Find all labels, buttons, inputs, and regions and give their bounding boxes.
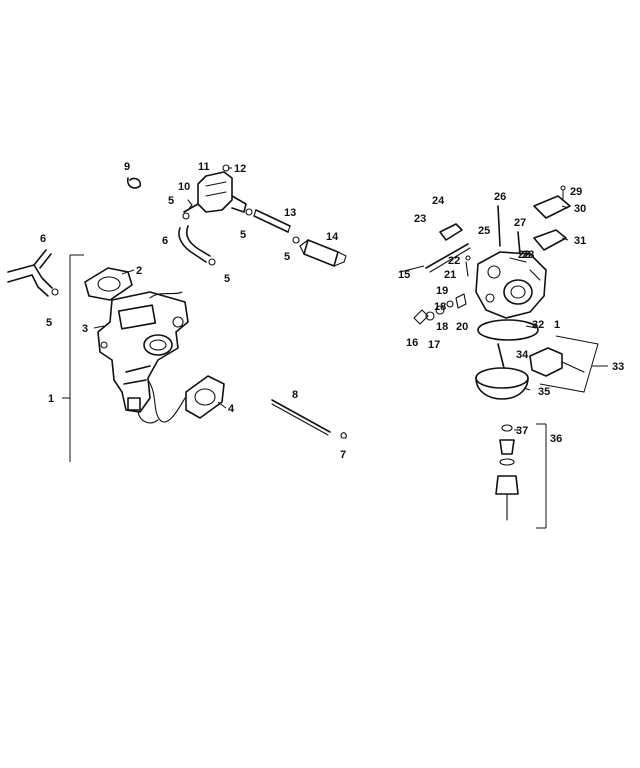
hose-clamps bbox=[182, 208, 300, 266]
callout-26: 26 bbox=[494, 191, 506, 203]
callout-13: 13 bbox=[284, 207, 296, 219]
callout-5c: 5 bbox=[240, 229, 246, 241]
float-bowl bbox=[475, 367, 529, 400]
callout-leaders bbox=[93, 167, 569, 431]
callout-36: 36 bbox=[550, 433, 562, 445]
bowl-gasket bbox=[477, 319, 539, 341]
fuel-hose-center bbox=[178, 225, 211, 263]
assembly-bracket-33 bbox=[539, 335, 608, 393]
callout-9: 9 bbox=[124, 161, 130, 173]
callout-20: 20 bbox=[456, 321, 468, 333]
callout-27: 27 bbox=[514, 217, 526, 229]
callout-11: 11 bbox=[198, 161, 210, 173]
choke-shaft bbox=[425, 243, 471, 273]
callout-6a: 6 bbox=[40, 233, 46, 245]
callout-32: 32 bbox=[532, 319, 544, 331]
callout-30: 30 bbox=[574, 203, 586, 215]
callout-14: 14 bbox=[326, 231, 339, 243]
callout-10: 10 bbox=[178, 181, 190, 193]
callout-17: 17 bbox=[428, 339, 440, 351]
callout-19: 19 bbox=[436, 285, 448, 297]
callout-5a: 5 bbox=[46, 317, 52, 329]
callout-33: 33 bbox=[612, 361, 624, 373]
gasket-lower bbox=[185, 375, 225, 419]
callout-labels: 1 2 3 4 5 5 5 5 5 6 6 7 8 9 10 11 12 13 … bbox=[40, 161, 624, 461]
callout-sub-1: 1 bbox=[554, 319, 560, 331]
fuel-pump bbox=[183, 164, 247, 213]
small-parts-16-20 bbox=[413, 293, 467, 325]
callout-4: 4 bbox=[228, 403, 235, 415]
callout-22a: 22 bbox=[448, 255, 460, 267]
callout-5b: 5 bbox=[168, 195, 174, 207]
callout-25: 25 bbox=[478, 225, 490, 237]
callout-28: 28 bbox=[522, 249, 534, 261]
callout-16: 16 bbox=[406, 337, 418, 349]
callout-22b: 22 bbox=[518, 249, 530, 261]
clip-7 bbox=[340, 432, 347, 439]
carburetor-body-right bbox=[475, 251, 547, 319]
callout-1: 1 bbox=[48, 393, 54, 405]
callout-3: 3 bbox=[82, 323, 88, 335]
callout-15: 15 bbox=[398, 269, 410, 281]
fuel-line-13 bbox=[253, 209, 291, 233]
callout-8: 8 bbox=[292, 389, 298, 401]
callout-2: 2 bbox=[136, 265, 142, 277]
main-jet-assembly bbox=[495, 424, 519, 521]
carburetor-body-left bbox=[97, 291, 189, 424]
needle-27 bbox=[517, 231, 521, 255]
callout-6b: 6 bbox=[162, 235, 168, 247]
callout-24: 24 bbox=[432, 195, 445, 207]
callout-37: 37 bbox=[516, 425, 528, 437]
assembly-bracket-left bbox=[62, 254, 84, 462]
callout-7: 7 bbox=[340, 449, 346, 461]
cover-screw bbox=[560, 185, 566, 200]
choke-plate bbox=[439, 223, 463, 241]
callout-21: 21 bbox=[444, 269, 456, 281]
gasket-upper bbox=[84, 267, 133, 301]
callout-12: 12 bbox=[234, 163, 246, 175]
callout-18b: 18 bbox=[436, 321, 448, 333]
cover-gasket bbox=[533, 229, 567, 251]
callout-29: 29 bbox=[570, 186, 582, 198]
callout-34: 34 bbox=[516, 349, 529, 361]
cover-plate bbox=[533, 195, 571, 219]
assembly-bracket-36 bbox=[536, 423, 547, 529]
clip-9 bbox=[126, 177, 142, 189]
callout-18a: 18 bbox=[434, 301, 446, 313]
callout-31: 31 bbox=[574, 235, 586, 247]
callout-23: 23 bbox=[414, 213, 426, 225]
throttle-rod bbox=[271, 399, 331, 436]
fuel-filter bbox=[299, 239, 347, 267]
callout-35: 35 bbox=[538, 386, 550, 398]
needle-26 bbox=[497, 205, 501, 247]
elbow-hose-left bbox=[7, 249, 59, 297]
callout-5d: 5 bbox=[284, 251, 290, 263]
small-parts-21-22 bbox=[465, 255, 471, 277]
float-needle bbox=[497, 343, 505, 369]
float bbox=[529, 347, 585, 377]
callout-5e: 5 bbox=[224, 273, 230, 285]
